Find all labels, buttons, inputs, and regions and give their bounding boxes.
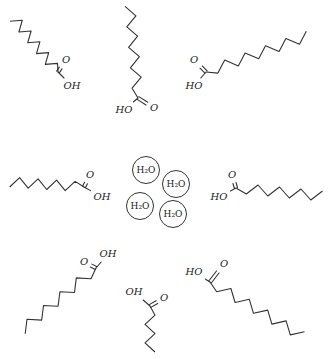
bond-line <box>90 267 95 269</box>
bond-line <box>85 184 87 188</box>
bond-line <box>84 187 91 191</box>
atom-label: O <box>150 103 158 113</box>
molecule-label: H₂O <box>167 179 186 189</box>
atom-label: OH <box>94 192 111 202</box>
carbon-chain <box>25 268 96 334</box>
atom-label: O <box>160 293 168 303</box>
bond-line <box>211 273 219 283</box>
atom-label: O <box>80 257 88 267</box>
bond-line <box>233 183 235 188</box>
bond-line <box>143 300 150 306</box>
water-circle: H₂O <box>162 170 190 198</box>
bond-line <box>57 67 60 71</box>
carbon-chain <box>10 178 84 191</box>
carbon-chain <box>10 20 58 72</box>
carbon-chain <box>145 306 155 352</box>
atom-label: OH <box>100 249 117 259</box>
water-circle: H₂O <box>126 192 154 220</box>
atom-label: HO <box>116 105 133 115</box>
atom-label: OH <box>64 81 81 91</box>
bond-line <box>236 183 238 188</box>
bond-line <box>230 188 236 191</box>
atom-label: HO <box>211 192 228 202</box>
water-circle: H₂O <box>159 200 187 228</box>
bond-line <box>202 66 207 71</box>
bond-line <box>139 97 148 103</box>
carbon-chain <box>206 31 306 73</box>
atom-label: O <box>228 170 236 180</box>
bond-line <box>201 72 206 78</box>
atom-label: OH <box>126 287 143 297</box>
atom-label: HO <box>186 81 203 91</box>
bond-line <box>133 98 138 102</box>
bond-line <box>149 301 156 305</box>
atom-label: HO <box>186 267 203 277</box>
atom-label: O <box>62 55 70 65</box>
bond-line <box>151 303 158 307</box>
bond-line <box>92 264 97 266</box>
atom-label: O <box>86 170 94 180</box>
bond-line <box>83 182 85 186</box>
molecule-label: H₂O <box>164 209 183 219</box>
water-circle: H₂O <box>132 156 160 184</box>
bond-line <box>58 72 64 78</box>
carbon-chain <box>210 282 305 335</box>
atom-label: O <box>220 259 228 269</box>
carbon-chain <box>125 6 141 98</box>
carbon-chain <box>236 185 323 200</box>
bond-line <box>59 69 62 73</box>
bond-line <box>200 68 205 73</box>
bond-line <box>205 279 210 282</box>
molecule-label: H₂O <box>131 201 150 211</box>
molecule-label: H₂O <box>137 165 156 175</box>
atom-label: O <box>190 55 198 65</box>
bond-line <box>96 262 101 268</box>
bond-line <box>209 271 217 281</box>
